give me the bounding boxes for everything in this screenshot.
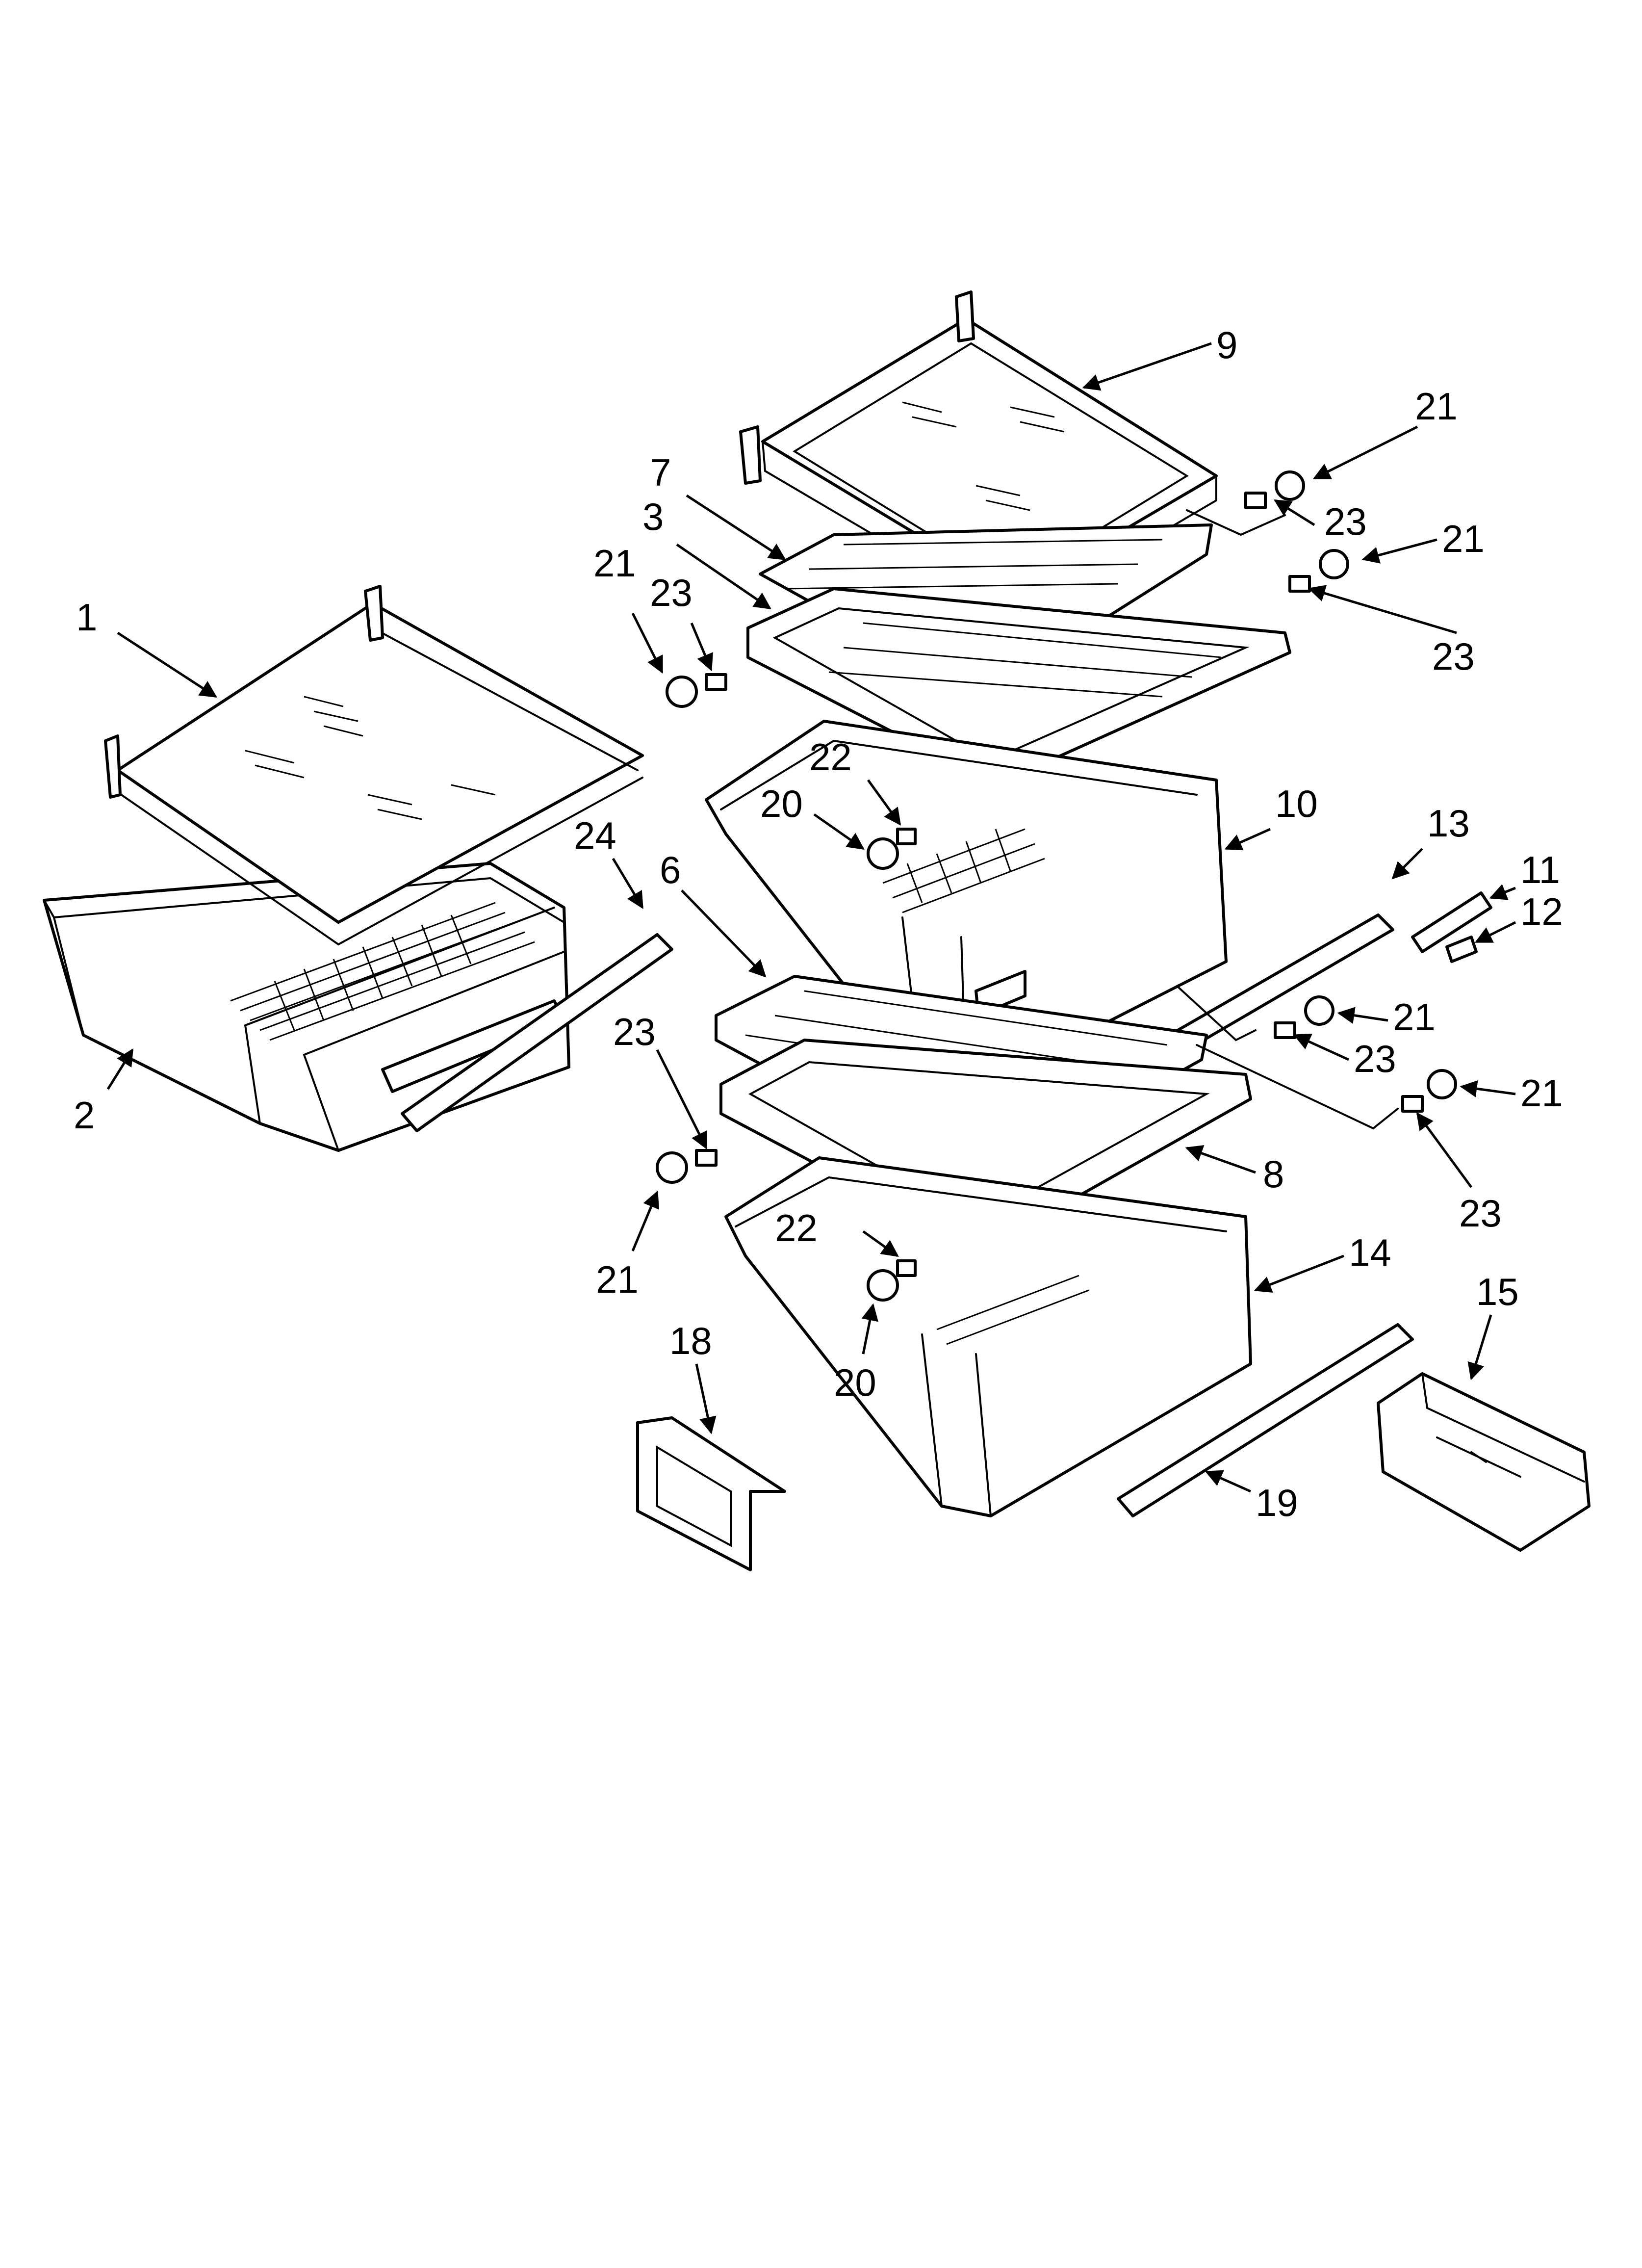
label-holder	[636, 1416, 786, 1571]
crisper-grille-lower	[936, 1275, 1089, 1345]
callout-21-f: 21	[596, 1258, 639, 1301]
callout-20-a: 20	[760, 782, 803, 825]
callout-15: 15	[1476, 1270, 1519, 1313]
crisper-cover-upper	[746, 587, 1291, 786]
leader-lines	[106, 342, 1516, 1493]
glass-shelf-left	[104, 585, 644, 946]
callout-18: 18	[669, 1319, 712, 1362]
callout-7: 7	[650, 451, 671, 494]
guide-lines	[1176, 509, 1399, 1130]
callout-10: 10	[1275, 782, 1318, 825]
callout-2: 2	[74, 1094, 95, 1137]
callout-23-c: 23	[650, 571, 693, 614]
callout-19: 19	[1256, 1481, 1298, 1524]
callout-9: 9	[1216, 323, 1237, 366]
callout-21-e: 21	[1520, 1071, 1563, 1115]
callout-23-b: 23	[1432, 635, 1475, 678]
callout-23-e: 23	[1459, 1192, 1502, 1235]
crisper-trim-lower	[1117, 1323, 1414, 1517]
callout-21-d: 21	[1393, 995, 1436, 1039]
callout-23-a: 23	[1324, 500, 1367, 543]
humidity-control	[1411, 891, 1492, 963]
callout-22-b: 22	[775, 1206, 818, 1250]
callout-3: 3	[642, 495, 664, 538]
callout-21-c: 21	[593, 542, 636, 585]
crisper-pan-lower	[724, 1156, 1252, 1517]
crisper-trim-left	[401, 933, 673, 1132]
callout-6: 6	[660, 848, 681, 891]
crisper-pan-left	[43, 862, 570, 1152]
callout-21-a: 21	[1415, 385, 1458, 428]
callout-1: 1	[76, 596, 97, 639]
callout-20-b: 20	[834, 1361, 876, 1404]
callout-22-a: 22	[809, 735, 852, 779]
callout-21-b: 21	[1442, 517, 1485, 560]
callout-23-d: 23	[1354, 1037, 1396, 1080]
callout-11: 11	[1520, 848, 1560, 891]
callout-13: 13	[1427, 802, 1470, 845]
callout-12: 12	[1520, 890, 1563, 933]
callout-23-f: 23	[613, 1010, 656, 1053]
crisper-grille-upper	[882, 828, 1045, 913]
callout-24: 24	[574, 814, 616, 857]
callout-14: 14	[1349, 1231, 1391, 1274]
crisper-grille-left	[230, 902, 535, 1041]
callout-8: 8	[1263, 1152, 1284, 1196]
door-bin	[1377, 1372, 1591, 1552]
end-cap-hardware	[656, 470, 1457, 1302]
callout-labels: 1 2 24 6 7 3 9 21 23 21 23 21 23 22 20 1…	[74, 323, 1563, 1524]
